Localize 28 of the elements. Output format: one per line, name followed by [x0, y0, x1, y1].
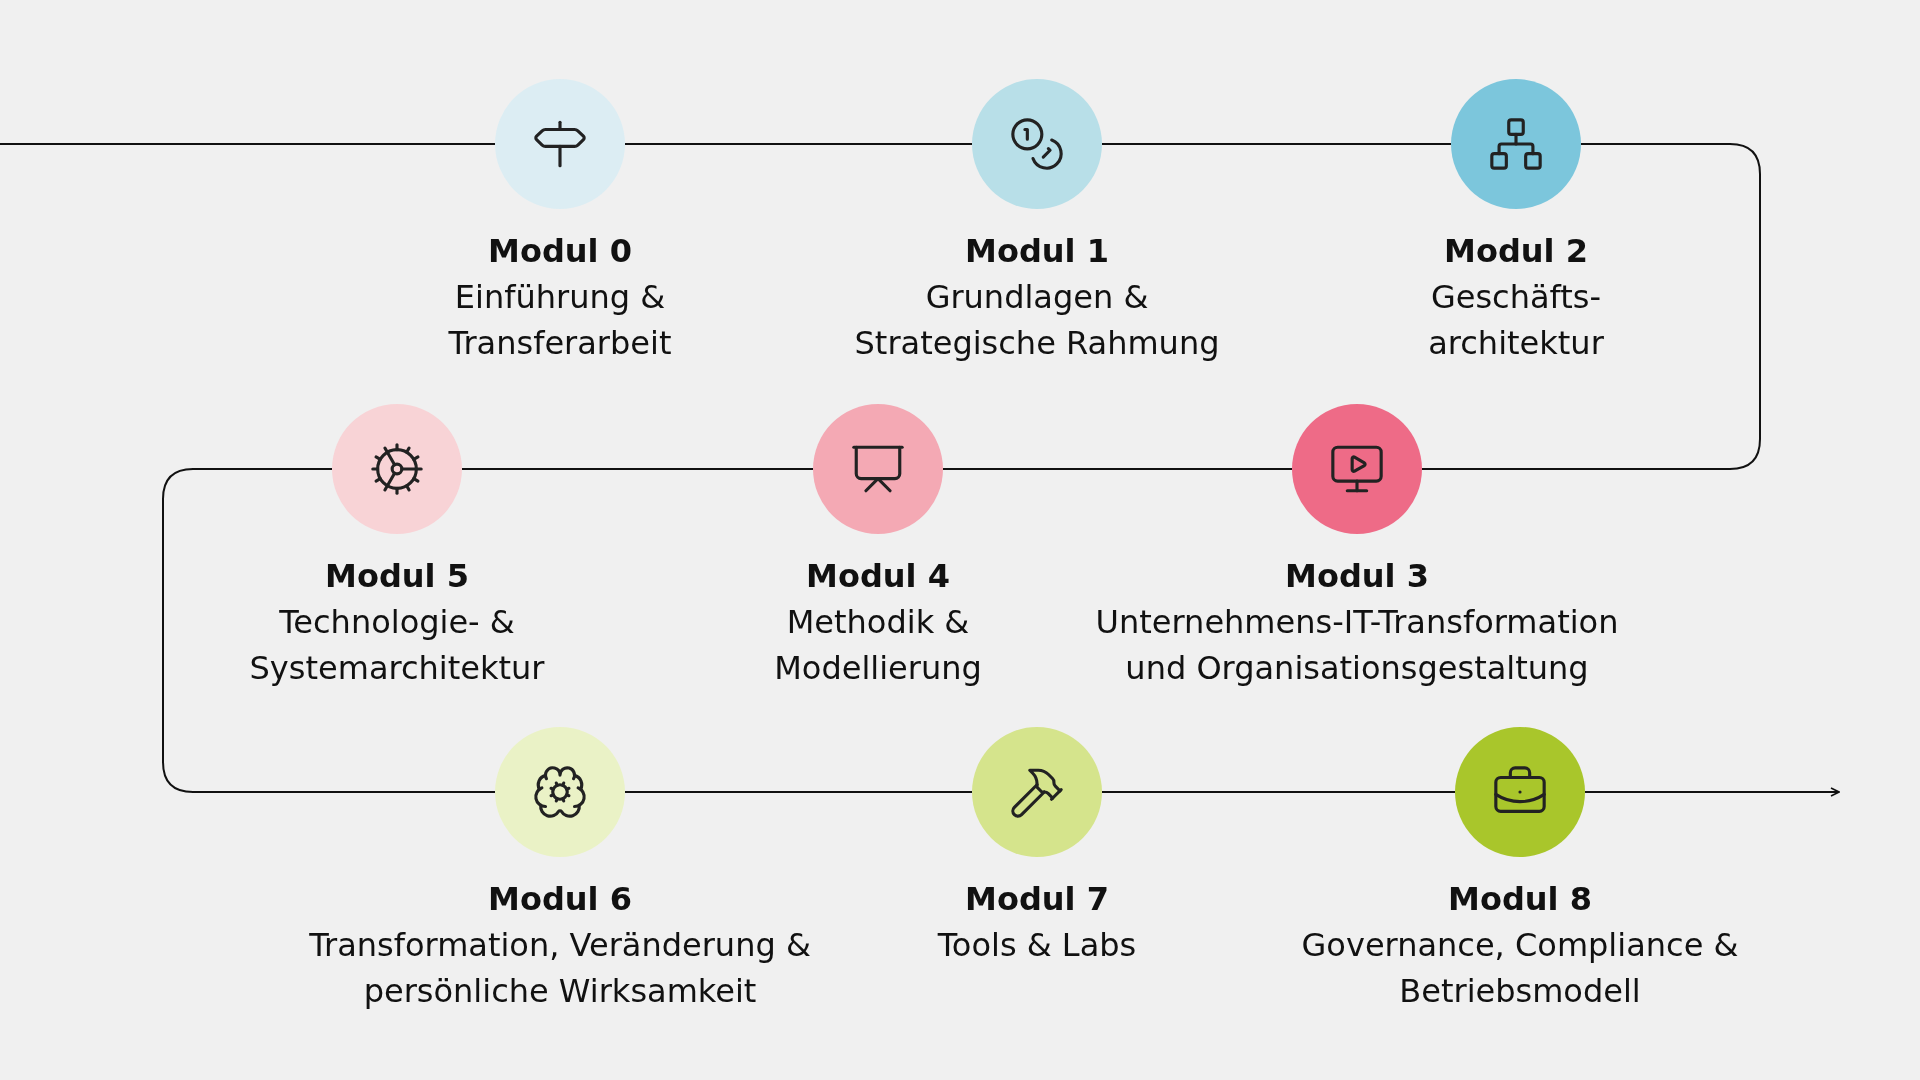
module-title: Modul 7 [965, 879, 1109, 920]
connector-line [1101, 791, 1456, 793]
module-title: Modul 0 [488, 231, 632, 272]
module-title: Modul 4 [806, 556, 950, 597]
module-description: Unternehmens-IT-Transformation und Organisationsgestaltung [1094, 601, 1620, 690]
connector-line [1584, 787, 1840, 797]
module-description: Tools & Labs [937, 924, 1137, 966]
connector-line [624, 143, 973, 145]
module-title: Modul 6 [488, 879, 632, 920]
connector-line [1421, 143, 1761, 470]
module-description: Transformation, Veränderung & persönliche Wirksamkeit [308, 924, 812, 1013]
module-description: Einführung & Transferarbeit [447, 276, 673, 365]
module-description: Methodik & Modellierung [773, 601, 983, 690]
connector-line [624, 791, 973, 793]
connector-line [942, 468, 1293, 470]
module-description: Governance, Compliance & Betriebsmodell [1300, 924, 1740, 1013]
module-title: Modul 2 [1444, 231, 1588, 272]
module-description: Grundlagen & Strategische Rahmung [853, 276, 1221, 365]
connector-line [1101, 143, 1452, 145]
module-title: Modul 1 [965, 231, 1109, 272]
module-description: Technologie- & Systemarchitektur [248, 601, 546, 690]
module-title: Modul 5 [325, 556, 469, 597]
connector-line [162, 468, 496, 793]
module-description: Geschäfts-architektur [1427, 276, 1605, 365]
module-title: Modul 3 [1285, 556, 1429, 597]
connector-line [461, 468, 814, 470]
module-title: Modul 8 [1448, 879, 1592, 920]
connector-line [0, 143, 496, 145]
